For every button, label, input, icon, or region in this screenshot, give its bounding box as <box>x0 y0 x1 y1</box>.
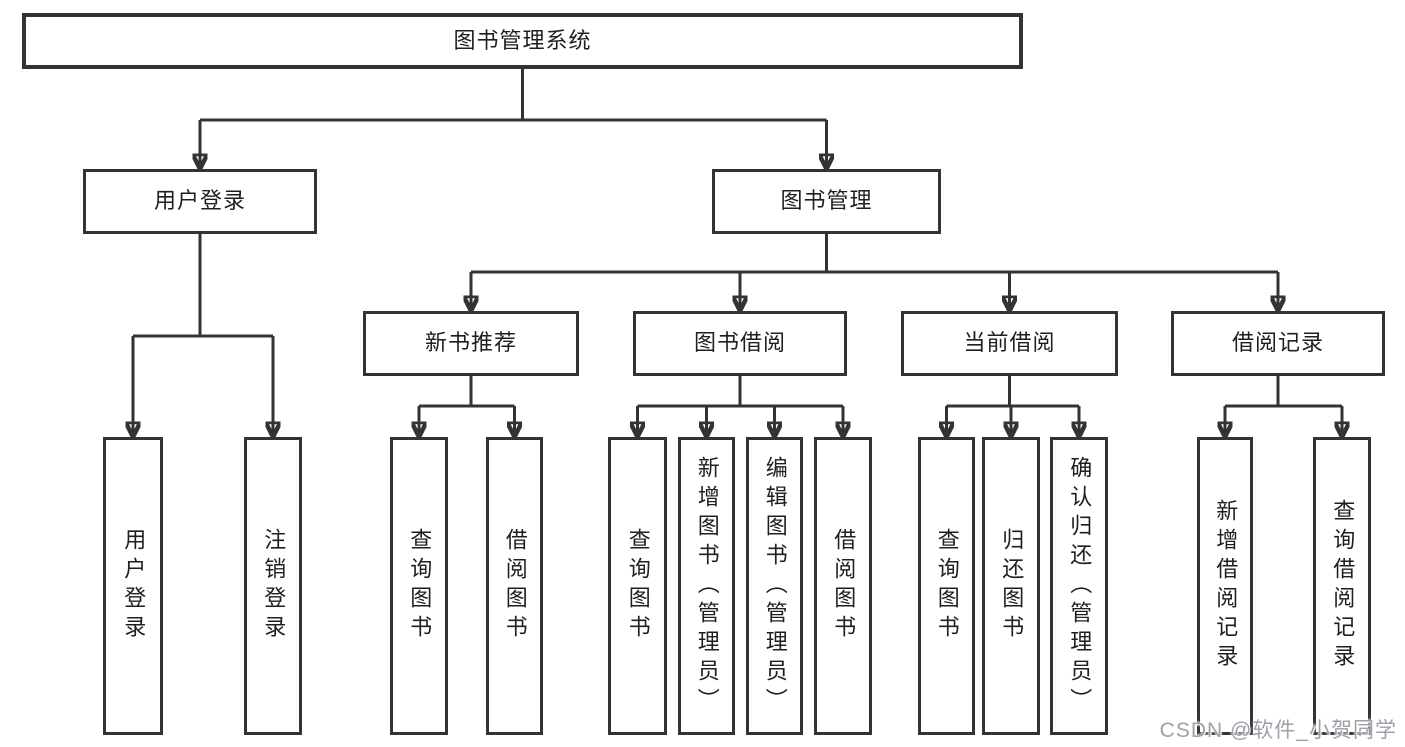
node-user-login: 用户登录 <box>83 169 317 234</box>
node-book-borrow-label: 图书借阅 <box>693 330 786 356</box>
edge-trunk-book-borrow <box>637 376 843 408</box>
node-current-borrow: 当前借阅 <box>901 311 1118 376</box>
node-book-management: 图书管理 <box>712 169 941 234</box>
node-root: 图书管理系统 <box>22 13 1023 69</box>
edge-trunk-user-login <box>133 234 273 338</box>
leaf-bb-edit-books: 编辑图书（管理员） <box>746 437 803 735</box>
leaf-bb-borrow-books: 借阅图书 <box>814 437 872 735</box>
csdn-watermark: CSDN @软件_小贺同学 <box>1159 719 1397 742</box>
node-book-borrow: 图书借阅 <box>633 311 847 376</box>
leaf-cb-confirm-return: 确认归还（管理员） <box>1050 437 1108 735</box>
leaf-br-add-record: 新增借阅记录 <box>1197 437 1253 735</box>
leaf-bb-query-books-label: 查询图书 <box>625 528 651 644</box>
leaf-bb-add-books: 新增图书（管理员） <box>678 437 735 735</box>
edge-trunk-root <box>200 69 827 122</box>
leaf-cb-return-books: 归还图书 <box>982 437 1040 735</box>
node-new-book-recommend-label: 新书推荐 <box>424 330 517 356</box>
leaf-user-login-label: 用户登录 <box>121 528 147 644</box>
leaf-cb-query-books: 查询图书 <box>918 437 975 735</box>
leaf-br-add-record-label: 新增借阅记录 <box>1213 499 1239 673</box>
leaf-user-login: 用户登录 <box>103 437 163 735</box>
leaf-bb-add-books-label: 新增图书（管理员） <box>694 455 720 717</box>
node-book-management-label: 图书管理 <box>780 188 873 214</box>
edge-trunk-borrow-records <box>1225 376 1342 408</box>
leaf-br-query-record: 查询借阅记录 <box>1313 437 1371 735</box>
leaf-bb-query-books: 查询图书 <box>608 437 667 735</box>
node-current-borrow-label: 当前借阅 <box>963 330 1056 356</box>
leaf-nb-query-books: 查询图书 <box>390 437 448 735</box>
leaf-br-query-record-label: 查询借阅记录 <box>1330 499 1356 673</box>
leaf-cb-confirm-return-label: 确认归还（管理员） <box>1067 455 1093 717</box>
leaf-nb-borrow-books: 借阅图书 <box>486 437 543 735</box>
node-borrow-records-label: 借阅记录 <box>1231 330 1324 356</box>
leaf-logout-label: 注销登录 <box>261 528 287 644</box>
edge-trunk-current-borrow <box>946 376 1079 408</box>
leaf-cb-return-books-label: 归还图书 <box>999 528 1025 644</box>
node-root-label: 图书管理系统 <box>453 27 592 53</box>
edge-trunk-book-mgmt <box>471 234 1278 274</box>
leaf-cb-query-books-label: 查询图书 <box>934 528 960 644</box>
node-borrow-records: 借阅记录 <box>1171 311 1385 376</box>
node-new-book-recommend: 新书推荐 <box>363 311 579 376</box>
leaf-bb-borrow-books-label: 借阅图书 <box>831 528 857 644</box>
leaf-logout: 注销登录 <box>244 437 302 735</box>
leaf-bb-edit-books-label: 编辑图书（管理员） <box>762 455 788 717</box>
leaf-nb-borrow-books-label: 借阅图书 <box>502 528 528 644</box>
leaf-nb-query-books-label: 查询图书 <box>407 528 433 644</box>
node-user-login-label: 用户登录 <box>153 188 246 214</box>
edge-trunk-new-book-rec <box>419 376 515 408</box>
